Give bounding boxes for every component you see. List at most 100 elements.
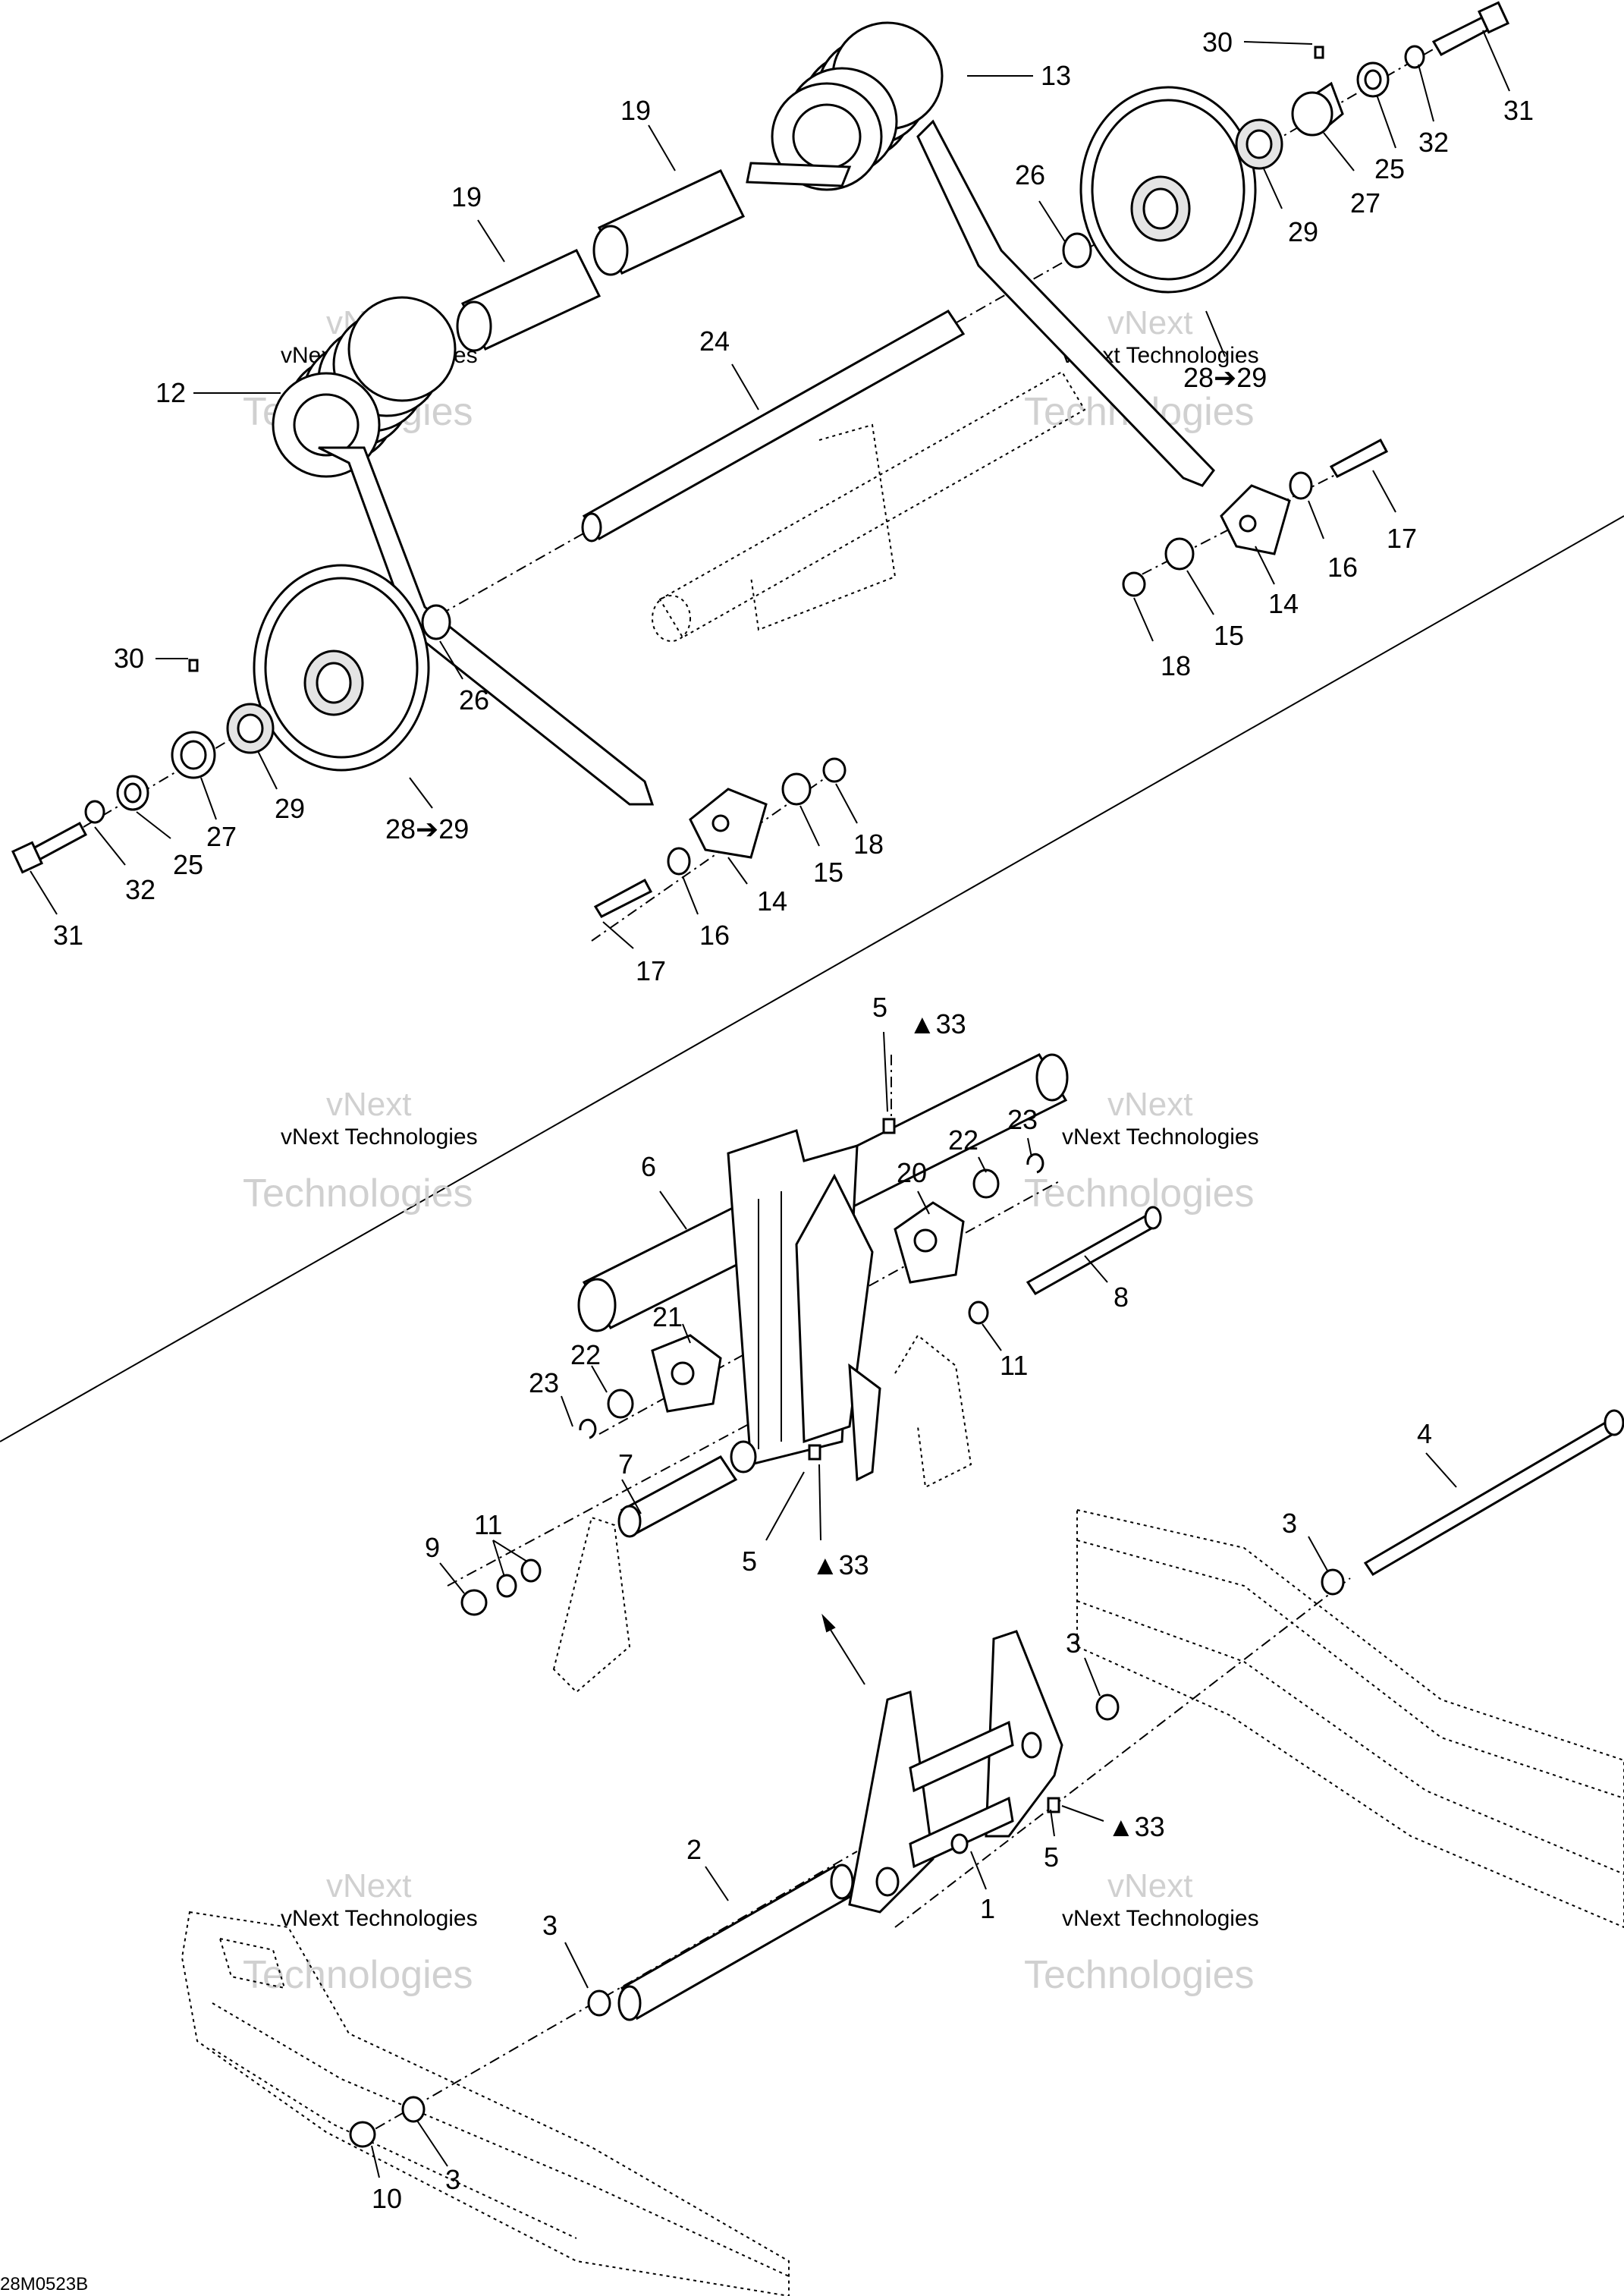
stopper-14-upper [1220, 484, 1291, 555]
tube-19-right [592, 169, 746, 276]
grease-fitting-5-middle [808, 1444, 821, 1461]
bolt-31-lower [11, 821, 88, 874]
callout-26-lower: 26 [459, 684, 489, 716]
bearing-29-lower [226, 703, 275, 754]
watermark-bottom-right: vNext vNext Technologies Technologies [1024, 1867, 1259, 1997]
callout-11-left: 11 [474, 1509, 502, 1540]
callout-16-lower: 16 [699, 920, 730, 951]
washer-11-right [968, 1301, 989, 1325]
callout-30-lower: 30 [114, 643, 144, 674]
svg-text:vNext Technologies: vNext Technologies [281, 1906, 478, 1931]
washer-3-c [587, 1989, 611, 2017]
callout-19-left: 19 [451, 181, 482, 212]
callout-13: 13 [1041, 60, 1071, 91]
set-screw-30-upper [1314, 46, 1324, 59]
callout-15-lower: 15 [813, 857, 843, 888]
callout-2: 2 [686, 1834, 702, 1865]
callout-14-lower: 14 [757, 885, 787, 917]
svg-text:Technologies: Technologies [1024, 1172, 1255, 1216]
washer-11-left-a [520, 1558, 542, 1583]
set-screw-30-lower [188, 659, 199, 672]
svg-text:vNext Technologies: vNext Technologies [281, 1124, 478, 1150]
callout-22-right: 22 [948, 1124, 978, 1156]
callout-1: 1 [980, 1893, 995, 1924]
callout-5-top: 5 [872, 992, 887, 1023]
idler-wheel-28-upper [1079, 86, 1257, 294]
collar-27-lower [171, 731, 216, 779]
callout-23-left: 23 [529, 1367, 559, 1398]
washer-3-b [1095, 1694, 1120, 1721]
callout-17-upper: 17 [1387, 523, 1417, 554]
callout-25-upper: 25 [1374, 153, 1405, 184]
washer-26-upper [1062, 232, 1092, 269]
callout-32-upper: 32 [1418, 127, 1449, 158]
callout-10: 10 [372, 2183, 402, 2214]
grease-fitting-5-lower [1047, 1797, 1060, 1813]
callout-labels: 30 13 19 31 32 25 27 26 29 19 24 28➔29 1… [53, 27, 1534, 2214]
leader-lines [30, 30, 1510, 2178]
rail-right-hatch-upper [1076, 1540, 1624, 1799]
washer-16-lower [667, 847, 691, 876]
nut-18-lower [822, 757, 847, 783]
callout-27-upper: 27 [1350, 187, 1381, 219]
rail-right-dotted [1076, 1508, 1624, 1929]
svg-text:vNext: vNext [1107, 304, 1192, 341]
callout-3-left: 3 [542, 1910, 558, 1941]
axle-housing-dotted [652, 370, 1086, 642]
washer-3-d [401, 2096, 426, 2123]
callout-4: 4 [1417, 1418, 1432, 1449]
spring-12 [272, 296, 655, 806]
rail-left-hatch-lower [212, 2048, 577, 2239]
callout-20: 20 [897, 1157, 927, 1188]
callout-3-bottom: 3 [445, 2164, 460, 2195]
svg-text:Technologies: Technologies [243, 1172, 473, 1216]
callout-16-upper: 16 [1327, 552, 1358, 583]
swing-arm [727, 1129, 881, 1482]
bushing-tube-7-end [730, 1440, 757, 1474]
callout-7: 7 [618, 1448, 633, 1480]
callout-9: 9 [425, 1532, 440, 1563]
diagram-reference-code: 28M0523B [0, 2274, 88, 2294]
bolt-31-upper [1431, 1, 1510, 56]
callout-12: 12 [155, 377, 186, 408]
rail-right-hatch-lower [1076, 1600, 1624, 1875]
callout-29-lower: 29 [275, 793, 305, 824]
svg-text:Technologies: Technologies [1024, 1953, 1255, 1997]
washer-26-lower [421, 604, 451, 640]
washer-16-upper [1289, 471, 1313, 500]
axis-line-lower-front [894, 1577, 1351, 1928]
callout-31-lower: 31 [53, 920, 83, 951]
axis-line-stopper-left [591, 766, 843, 942]
callout-6: 6 [641, 1151, 656, 1182]
spring-13 [746, 21, 1215, 487]
watermark-middle-left: vNext vNext Technologies Technologies [243, 1086, 478, 1216]
stopper-14-lower [689, 788, 768, 859]
callout-27-lower: 27 [206, 821, 237, 852]
axis-line-arm-bolt [447, 1418, 759, 1587]
callout-3-middle: 3 [1066, 1628, 1081, 1659]
bearing-29-upper [1235, 118, 1283, 170]
callout-18-upper: 18 [1161, 650, 1191, 681]
rail-left-hatch-upper [212, 2002, 790, 2277]
callout-28-29-upper: 28➔29 [1183, 362, 1267, 393]
assembly-direction-arrow [821, 1613, 865, 1685]
callout-17-lower: 17 [636, 955, 666, 986]
circlip-23-right [1026, 1153, 1044, 1174]
callout-33-lower: ▲33 [1107, 1811, 1165, 1842]
spacer-25-upper [1356, 61, 1390, 98]
callout-21: 21 [652, 1301, 683, 1332]
callout-5-middle: 5 [742, 1546, 757, 1577]
idler-wheel-28-lower [253, 564, 430, 772]
washer-22-left [607, 1389, 634, 1419]
svg-text:vNext: vNext [326, 1086, 411, 1123]
callout-15-upper: 15 [1214, 620, 1244, 651]
rail-left-slot [218, 1937, 286, 1989]
callout-31-upper: 31 [1503, 95, 1534, 126]
callout-33-top: ▲33 [909, 1008, 966, 1039]
callout-28-29-lower: 28➔29 [385, 813, 469, 844]
svg-text:vNext: vNext [326, 1867, 411, 1904]
callout-22-left: 22 [570, 1339, 601, 1370]
stopper-20 [894, 1201, 965, 1284]
watermark-bottom-left: vNext vNext Technologies Technologies [243, 1867, 478, 1997]
spacer-15-lower [781, 772, 812, 806]
